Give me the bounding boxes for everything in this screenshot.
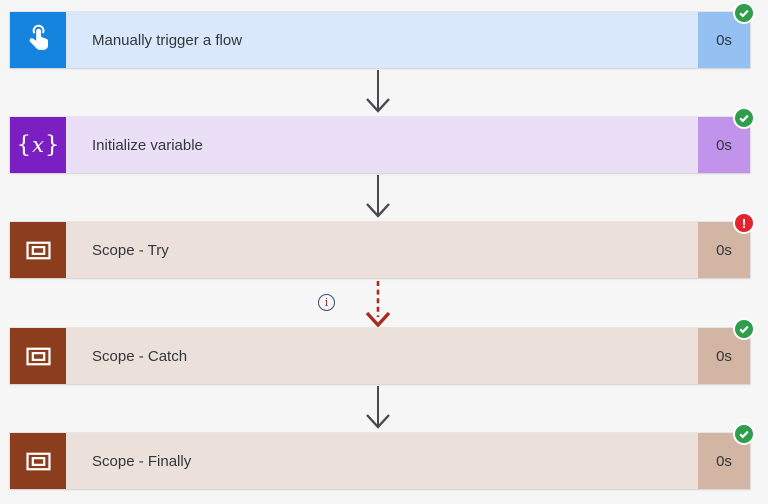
flow-node-scope-finally[interactable]: Scope - Finally 0s [10, 423, 755, 489]
scope-icon [10, 222, 66, 278]
flow-node-manual-trigger[interactable]: Manually trigger a flow 0s [10, 2, 755, 68]
flow-node-initialize-variable[interactable]: {x} Initialize variable 0s [10, 107, 755, 173]
connector-arrow [366, 175, 390, 218]
scope-icon [10, 328, 66, 384]
node-title: Initialize variable [66, 117, 698, 173]
run-after-info-icon[interactable]: i [318, 294, 335, 311]
status-success-badge [733, 2, 755, 24]
node-title: Scope - Catch [66, 328, 698, 384]
connector-dashed-failed-arrow [365, 281, 391, 327]
node-title: Scope - Try [66, 222, 698, 278]
node-title: Scope - Finally [66, 433, 698, 489]
status-success-badge [733, 107, 755, 129]
info-glyph: i [324, 296, 329, 309]
flow-node-scope-catch[interactable]: Scope - Catch 0s [10, 318, 755, 384]
status-success-badge [733, 423, 755, 445]
status-error-badge: ! [733, 212, 755, 234]
connector-arrow [366, 386, 390, 429]
connector-arrow [366, 70, 390, 113]
flow-node-scope-try[interactable]: Scope - Try 0s ! [10, 212, 755, 278]
scope-icon [10, 433, 66, 489]
variable-icon: {x} [10, 117, 66, 173]
node-title: Manually trigger a flow [66, 12, 698, 68]
status-success-badge [733, 318, 755, 340]
manual-trigger-icon [10, 12, 66, 68]
